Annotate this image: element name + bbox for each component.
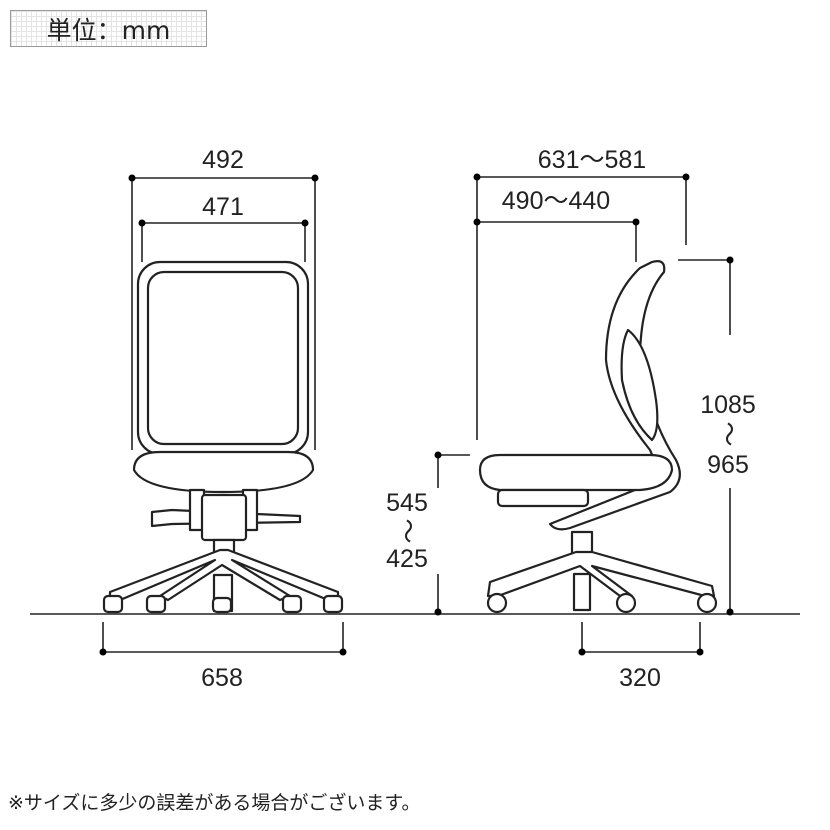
dim-seat-height-max: 545 <box>386 489 428 517</box>
side-seat <box>478 453 674 492</box>
front-seat <box>132 450 315 494</box>
unit-label: 単位：mm <box>10 10 207 47</box>
dim-seat-height-sep: 〜 <box>393 518 421 543</box>
side-gas-cylinder <box>572 572 592 612</box>
side-view-chair <box>478 260 718 614</box>
unit-text: 単位：mm <box>46 15 171 45</box>
dim-overall-depth: 631〜581 <box>538 146 646 174</box>
side-dimensions: 631〜581 490〜440 1085 〜 965 545 〜 425 320 <box>386 146 756 692</box>
dim-height-min: 965 <box>707 451 749 479</box>
dim-base-width: 658 <box>201 664 243 692</box>
dim-height-max: 1085 <box>700 391 756 419</box>
front-dimensions: 492 471 658 <box>99 146 347 692</box>
tolerance-note: ※サイズに多少の誤差がある場合がございます。 <box>8 792 421 814</box>
front-casters <box>102 594 344 614</box>
front-mechanism <box>200 493 248 542</box>
side-backrest-mesh <box>620 328 659 442</box>
dim-seat-depth: 490〜440 <box>502 187 610 215</box>
side-base <box>486 550 716 598</box>
dim-base-depth: 320 <box>619 664 661 692</box>
side-backrest-frame <box>548 260 681 531</box>
dim-overall-width: 492 <box>202 146 244 174</box>
side-mechanism <box>496 488 590 508</box>
dim-seat-height-min: 425 <box>386 545 428 573</box>
dim-height-sep: 〜 <box>714 421 742 446</box>
front-view-chair <box>102 260 344 614</box>
front-backrest-mesh <box>146 270 300 446</box>
dim-back-width: 471 <box>202 193 244 221</box>
